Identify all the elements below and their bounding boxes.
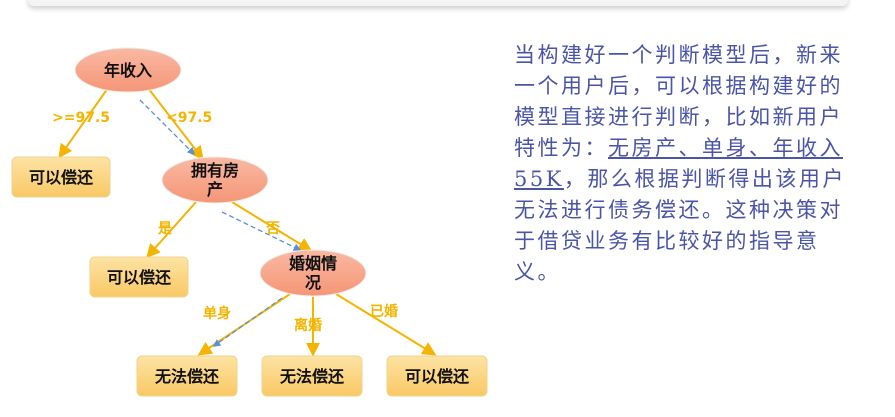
node-house [161, 156, 269, 204]
node-house-yes [89, 256, 189, 298]
edge-marriage-single [197, 293, 291, 356]
leaf-married-label: 可以偿还 [405, 367, 470, 386]
leaf-married [386, 355, 488, 397]
edge-label-yes: 是 [158, 221, 173, 237]
node-marriage-label-line2: 况 [305, 273, 321, 292]
description-text: 当构建好一个判断模型后，新来一个用户后，可以根据构建好的模型直接进行判断，比如新… [514, 40, 864, 288]
path-arrow-2 [221, 211, 302, 251]
top-banner [28, 0, 848, 6]
path-arrow-1 [139, 99, 196, 156]
edge-label-no: 否 [265, 221, 280, 237]
description-part1: 当构建好一个判断模型后，新来一个用户后，可以根据构建好的模型直接进行判断，比如新… [514, 43, 843, 160]
leaf-single [136, 355, 238, 397]
path-arrow-3 [212, 297, 283, 347]
edge-marriage-married [335, 293, 437, 356]
edge-house-yes [146, 201, 197, 259]
node-marriage-label-line1: 婚姻情 [289, 254, 337, 273]
decision-tree-diagram: 年收入 可以偿还 拥有房 产 可以偿还 婚姻情 况 无法偿还 无法偿还 可以偿还… [11, 47, 488, 397]
node-house-yes-label: 可以偿还 [107, 268, 172, 287]
edge-label-married: 已婚 [370, 303, 398, 320]
leaf-divorced-label: 无法偿还 [279, 367, 345, 386]
edge-root-house [147, 87, 204, 161]
edge-label-lt: <97.5 [166, 110, 212, 126]
leaf-divorced [261, 355, 363, 397]
node-root [74, 47, 182, 93]
description-part2: ，那么根据判断得出该用户无法进行债务偿还。这种决策对于借贷业务有比较好的指导意义… [514, 167, 846, 284]
edge-label-ge: >=97.5 [52, 110, 110, 126]
node-root-left [11, 156, 111, 198]
description-example-features: 无房产、单身、年收入55K [514, 136, 843, 191]
edge-label-single: 单身 [203, 305, 231, 322]
node-house-label-line1: 拥有房 [191, 161, 239, 180]
leaf-single-label: 无法偿还 [154, 367, 220, 386]
node-root-left-label: 可以偿还 [29, 168, 94, 187]
node-root-label: 年收入 [104, 61, 152, 80]
node-house-label-line2: 产 [207, 180, 223, 199]
edge-label-divorced: 离婚 [294, 317, 322, 334]
edge-root-left [58, 87, 109, 159]
edge-house-no [231, 201, 313, 252]
node-marriage [259, 249, 367, 297]
